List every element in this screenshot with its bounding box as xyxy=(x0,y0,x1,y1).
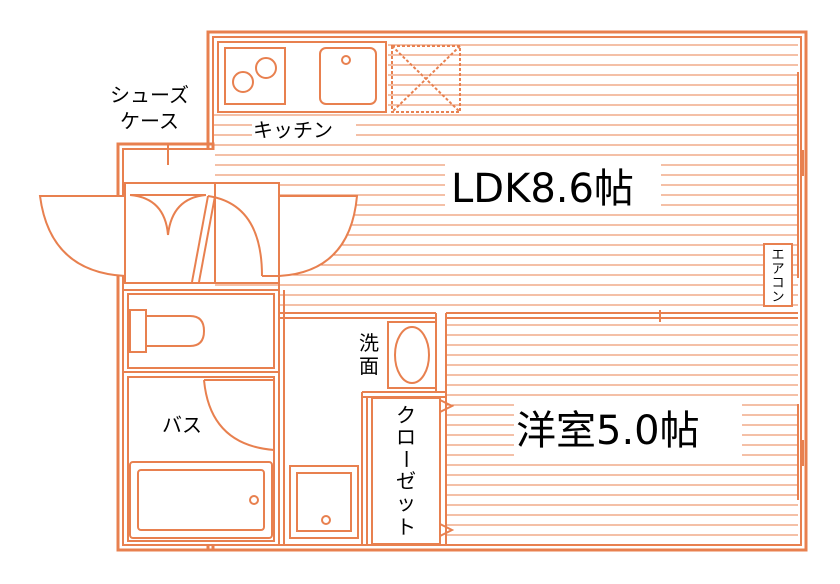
closet-char: ロ xyxy=(396,425,416,449)
kitchen-label: キッチン xyxy=(253,118,333,142)
closet xyxy=(371,397,455,545)
aircon-char: コ xyxy=(771,276,784,291)
washbasin-bowl-icon xyxy=(394,326,430,384)
bath-label: バス xyxy=(162,413,202,437)
stove-burner-icon xyxy=(232,71,254,93)
windows xyxy=(797,72,804,500)
bath-door-swing xyxy=(203,379,275,452)
stove-burner-icon xyxy=(255,57,277,79)
interior-walls xyxy=(278,183,798,545)
aircon-box xyxy=(763,243,793,307)
washroom-label-1: 洗 xyxy=(359,331,379,355)
washroom-label-2: 面 xyxy=(359,354,379,378)
washbasin xyxy=(387,321,437,389)
toilet-room xyxy=(122,289,280,373)
aircon-label: エ ア コ ン xyxy=(771,248,784,305)
closet-char: ゼ xyxy=(396,469,416,493)
closet-char: ト xyxy=(396,515,416,539)
bathtub-icon xyxy=(129,461,273,539)
fridge-space xyxy=(391,45,461,113)
closet-char: ー xyxy=(394,449,418,469)
aircon-char: ン xyxy=(771,290,784,305)
ldk-label: LDK8.6帖 xyxy=(451,166,634,212)
kitchen-counter xyxy=(217,41,461,113)
shoe-case-label-1: シューズ xyxy=(110,83,189,107)
bath-room xyxy=(122,371,280,546)
shoe-case-label-2: ケース xyxy=(120,109,179,133)
closet-char: ク xyxy=(396,403,416,427)
closet-label: ク ロ ー ゼ ッ ト xyxy=(394,403,418,539)
front-door-swing xyxy=(38,195,126,278)
ldk-floor-top xyxy=(388,40,798,112)
western-room-label: 洋室5.0帖 xyxy=(516,408,700,454)
toilet-bowl-icon xyxy=(145,315,206,347)
ldk-door-swing xyxy=(278,195,359,278)
sink-icon xyxy=(319,47,377,105)
toilet-tank-icon xyxy=(129,309,147,353)
entrance-area xyxy=(38,145,359,284)
aircon-char: エ xyxy=(771,248,784,263)
closet-char: ッ xyxy=(396,491,416,515)
aircon-char: ア xyxy=(771,262,784,277)
washer-space xyxy=(289,465,359,539)
